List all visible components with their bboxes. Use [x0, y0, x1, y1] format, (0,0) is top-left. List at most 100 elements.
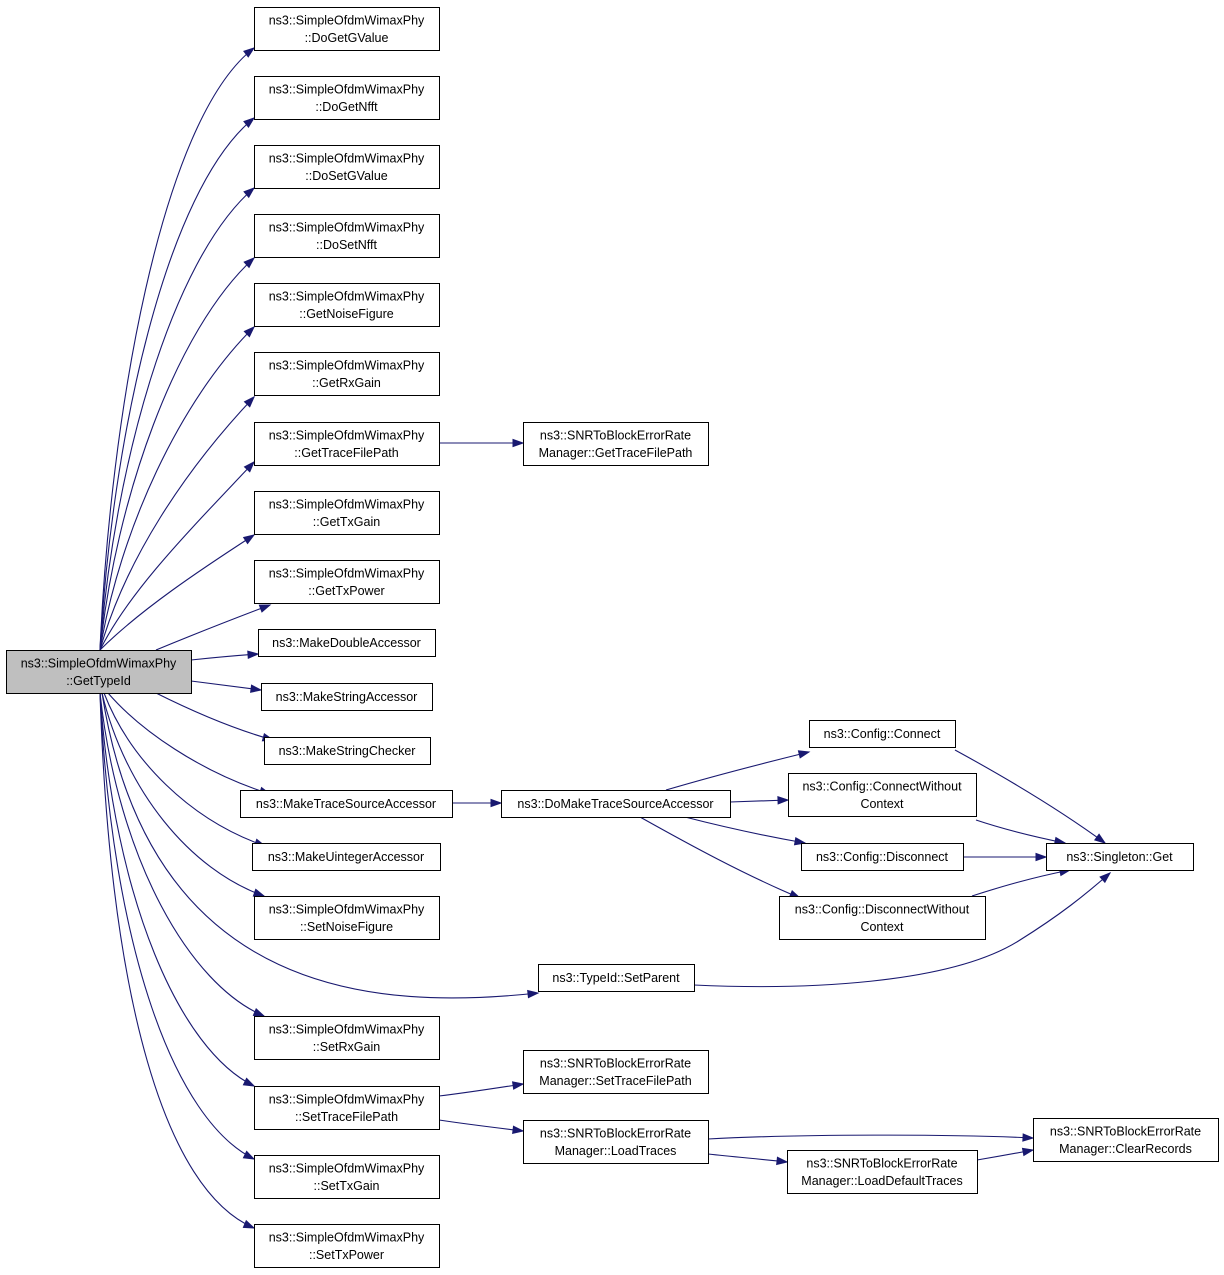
- node-label-line: ns3::SimpleOfdmWimaxPhy: [269, 1231, 425, 1245]
- edge-line: [101, 692, 265, 897]
- edge-arrowhead: [777, 796, 790, 805]
- node-label-line: ns3::SimpleOfdmWimaxPhy: [269, 1023, 425, 1037]
- node-snrSetTraceFilePath[interactable]: ns3::SNRToBlockErrorRateManager::SetTrac…: [523, 1050, 709, 1094]
- edge-arrowhead: [512, 1125, 525, 1135]
- node-box: [254, 76, 440, 120]
- node-label-line: ::DoGetGValue: [305, 31, 389, 45]
- edge-root-to-getNoiseFigure: [99, 325, 256, 651]
- node-label-line: ::DoSetNfft: [316, 238, 377, 252]
- edge-arrowhead: [243, 117, 256, 128]
- node-label-line: ns3::Singleton::Get: [1066, 850, 1173, 864]
- node-doGetGValue[interactable]: ns3::SimpleOfdmWimaxPhy::DoGetGValue: [254, 7, 440, 51]
- edge-line: [99, 692, 255, 1087]
- node-box: [523, 422, 709, 466]
- edge-line: [971, 869, 1071, 897]
- node-label-line: Manager::SetTraceFilePath: [539, 1074, 691, 1088]
- node-label-line: ::SetTxPower: [309, 1248, 384, 1262]
- edge-root-to-doSetGValue: [99, 187, 256, 651]
- node-setRxGain[interactable]: ns3::SimpleOfdmWimaxPhy::SetRxGain: [254, 1016, 440, 1060]
- edge-arrowhead: [1035, 852, 1048, 862]
- edge-line: [438, 1119, 524, 1132]
- edge-arrowhead: [242, 1077, 256, 1087]
- node-getTxGain[interactable]: ns3::SimpleOfdmWimaxPhy::GetTxGain: [254, 491, 440, 535]
- node-label-line: ns3::SimpleOfdmWimaxPhy: [269, 83, 425, 97]
- edge-line: [975, 819, 1066, 844]
- node-label-line: ns3::SimpleOfdmWimaxPhy: [269, 359, 425, 373]
- edge-line: [707, 1134, 1034, 1140]
- node-snrLoadTraces[interactable]: ns3::SNRToBlockErrorRateManager::LoadTra…: [523, 1120, 709, 1164]
- node-makeStringAccessor[interactable]: ns3::MakeStringAccessor: [261, 683, 433, 711]
- edge-root-to-makeDoubleAccessor: [190, 650, 260, 661]
- node-label-line: ns3::SimpleOfdmWimaxPhy: [269, 14, 425, 28]
- node-label-line: ns3::SimpleOfdmWimaxPhy: [269, 567, 425, 581]
- edge-snrLoadTraces-to-snrLoadDefaultTraces: [707, 1153, 789, 1166]
- edge-root-to-getRxGain: [99, 395, 256, 651]
- edge-root-to-setRxGain: [99, 692, 266, 1017]
- node-typeIdSetParent[interactable]: ns3::TypeId::SetParent: [538, 964, 695, 992]
- edge-root-to-makeUintegerAccessor: [103, 692, 267, 847]
- node-snrClearRecords[interactable]: ns3::SNRToBlockErrorRateManager::ClearRe…: [1033, 1118, 1219, 1162]
- node-box: [254, 145, 440, 189]
- node-makeDoubleAccessor[interactable]: ns3::MakeDoubleAccessor: [258, 629, 436, 657]
- edge-arrowhead: [243, 257, 256, 269]
- edge-root-to-makeStringChecker: [155, 692, 275, 742]
- node-makeTraceSourceAccessor[interactable]: ns3::MakeTraceSourceAccessor: [240, 790, 453, 818]
- edge-arrowhead: [242, 1219, 256, 1229]
- edge-doMakeTraceSourceAccessor-to-configDisconnectWithoutContext: [639, 816, 802, 899]
- node-getTraceFilePath[interactable]: ns3::SimpleOfdmWimaxPhy::GetTraceFilePat…: [254, 422, 440, 466]
- edge-root-to-makeStringAccessor: [190, 680, 263, 693]
- node-box: [254, 422, 440, 466]
- node-label-line: Manager::LoadTraces: [555, 1144, 677, 1158]
- node-setTraceFilePath[interactable]: ns3::SimpleOfdmWimaxPhy::SetTraceFilePat…: [254, 1086, 440, 1130]
- node-configDisconnect[interactable]: ns3::Config::Disconnect: [801, 843, 964, 871]
- node-box: [538, 964, 695, 992]
- edge-line: [99, 692, 255, 1229]
- node-getTxPower[interactable]: ns3::SimpleOfdmWimaxPhy::GetTxPower: [254, 560, 440, 604]
- node-box: [254, 1224, 440, 1268]
- node-snrLoadDefaultTraces[interactable]: ns3::SNRToBlockErrorRateManager::LoadDef…: [787, 1150, 978, 1194]
- node-getNoiseFigure[interactable]: ns3::SimpleOfdmWimaxPhy::GetNoiseFigure: [254, 283, 440, 327]
- node-box: [254, 491, 440, 535]
- node-label-line: Manager::LoadDefaultTraces: [801, 1174, 962, 1188]
- node-configConnect[interactable]: ns3::Config::Connect: [809, 720, 956, 748]
- node-doSetNfft[interactable]: ns3::SimpleOfdmWimaxPhy::DoSetNfft: [254, 214, 440, 258]
- node-label-line: ::GetTypeId: [66, 674, 131, 688]
- node-label-line: ::SetTraceFilePath: [295, 1110, 398, 1124]
- node-label-line: ns3::MakeDoubleAccessor: [272, 636, 421, 650]
- node-label-line: ::SetRxGain: [313, 1040, 380, 1054]
- node-setTxPower[interactable]: ns3::SimpleOfdmWimaxPhy::SetTxPower: [254, 1224, 440, 1268]
- node-makeStringChecker[interactable]: ns3::MakeStringChecker: [264, 737, 431, 765]
- node-setNoiseFigure[interactable]: ns3::SimpleOfdmWimaxPhy::SetNoiseFigure: [254, 896, 440, 940]
- node-setTxGain[interactable]: ns3::SimpleOfdmWimaxPhy::SetTxGain: [254, 1155, 440, 1199]
- edge-arrowhead: [511, 1081, 525, 1090]
- node-doMakeTraceSourceAccessor[interactable]: ns3::DoMakeTraceSourceAccessor: [501, 790, 731, 818]
- edge-setTraceFilePath-to-snrLoadTraces: [438, 1119, 525, 1135]
- node-label-line: ::GetTxGain: [313, 515, 380, 529]
- edge-arrowhead: [1099, 872, 1112, 884]
- node-snrGetTraceFilePath[interactable]: ns3::SNRToBlockErrorRateManager::GetTrac…: [523, 422, 709, 466]
- edge-root-to-getTxGain: [99, 534, 256, 651]
- edge-snrLoadTraces-to-snrClearRecords: [707, 1133, 1035, 1142]
- edge-line: [693, 872, 1111, 988]
- node-box: [258, 629, 436, 657]
- node-box: [801, 843, 964, 871]
- node-label-line: Context: [860, 797, 904, 811]
- node-box: [254, 1086, 440, 1130]
- node-root[interactable]: ns3::SimpleOfdmWimaxPhy::GetTypeId: [6, 650, 192, 694]
- node-label-line: ns3::Config::ConnectWithout: [802, 780, 962, 794]
- edge-line: [99, 47, 255, 651]
- node-label-line: ns3::SNRToBlockErrorRate: [1050, 1125, 1201, 1139]
- edge-arrowhead: [243, 460, 256, 473]
- node-box: [809, 720, 956, 748]
- node-singletonGet[interactable]: ns3::Singleton::Get: [1046, 843, 1194, 871]
- node-doSetGValue[interactable]: ns3::SimpleOfdmWimaxPhy::DoSetGValue: [254, 145, 440, 189]
- node-box: [6, 650, 192, 694]
- edge-arrowhead: [1093, 833, 1107, 844]
- node-getRxGain[interactable]: ns3::SimpleOfdmWimaxPhy::GetRxGain: [254, 352, 440, 396]
- node-makeUintegerAccessor[interactable]: ns3::MakeUintegerAccessor: [252, 843, 441, 871]
- node-doGetNfft[interactable]: ns3::SimpleOfdmWimaxPhy::DoGetNfft: [254, 76, 440, 120]
- edge-configDisconnect-to-singletonGet: [963, 852, 1048, 862]
- node-label-line: ns3::SNRToBlockErrorRate: [540, 429, 691, 443]
